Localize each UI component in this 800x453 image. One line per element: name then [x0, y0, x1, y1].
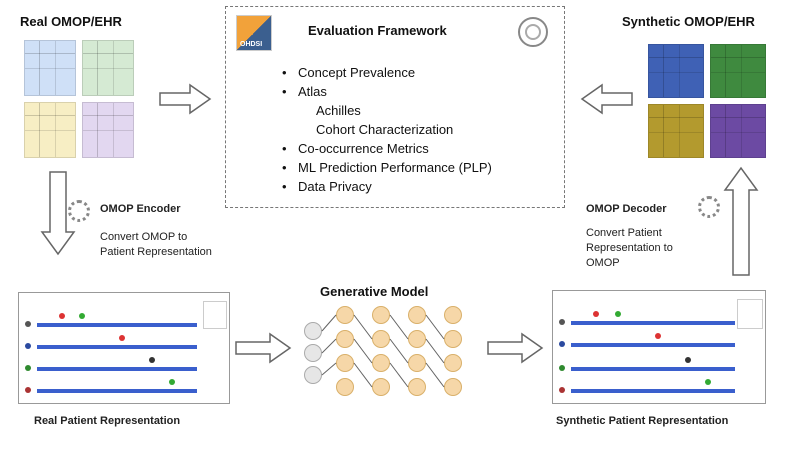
hidden-node — [372, 354, 390, 372]
event-marker — [615, 311, 621, 317]
synthetic-rep-label: Synthetic Patient Representation — [556, 415, 729, 427]
legend-box — [203, 301, 227, 329]
decoder-desc-line2: Representation to — [586, 242, 673, 254]
patient-lane — [37, 389, 197, 393]
event-marker — [685, 357, 691, 363]
framework-item: Data Privacy — [282, 177, 492, 196]
ohdsi-logo-icon: OHDSI — [236, 15, 272, 51]
hidden-node — [408, 354, 426, 372]
real-patient-representation — [18, 292, 230, 404]
patient-icon — [559, 387, 565, 393]
patient-lane — [37, 367, 197, 371]
real-ehr-title: Real OMOP/EHR — [20, 14, 122, 29]
synthetic-table-green — [710, 44, 766, 98]
framework-title: Evaluation Framework — [308, 23, 447, 38]
event-marker — [59, 313, 65, 319]
real-table-green — [82, 40, 134, 96]
input-node — [304, 322, 322, 340]
hidden-node — [372, 330, 390, 348]
framework-list: Concept Prevalence Atlas Achilles Cohort… — [282, 63, 492, 196]
hidden-node — [408, 306, 426, 324]
patient-icon — [25, 343, 31, 349]
framework-item: Atlas — [282, 82, 492, 101]
gear-icon — [68, 200, 90, 222]
patient-icon — [559, 341, 565, 347]
framework-subitem: Achilles — [316, 103, 361, 118]
target-icon — [518, 17, 548, 47]
network-edges — [321, 314, 445, 388]
real-table-yellow — [24, 102, 76, 158]
encoder-desc-line1: Convert OMOP to — [100, 231, 188, 243]
evaluation-framework-box: OHDSI Evaluation Framework Concept Preva… — [225, 6, 565, 208]
decoder-desc-line3: OMOP — [586, 257, 620, 269]
model-title: Generative Model — [320, 284, 429, 299]
output-node — [444, 306, 462, 324]
event-marker — [119, 335, 125, 341]
synthetic-ehr-title: Synthetic OMOP/EHR — [622, 14, 755, 29]
arrow-left-to-framework — [580, 83, 633, 115]
synthetic-table-yellow — [648, 104, 704, 158]
event-marker — [169, 379, 175, 385]
patient-lane — [571, 321, 735, 325]
event-marker — [705, 379, 711, 385]
arrow-right-to-synthetic — [487, 332, 544, 364]
hidden-node — [408, 378, 426, 396]
hidden-node — [336, 330, 354, 348]
event-marker — [655, 333, 661, 339]
arrow-right-to-framework — [159, 83, 212, 115]
patient-lane — [571, 343, 735, 347]
hidden-node — [336, 306, 354, 324]
framework-subitem: Cohort Characterization — [316, 122, 454, 137]
event-marker — [79, 313, 85, 319]
patient-lane — [37, 323, 197, 327]
synthetic-ehr-tables — [648, 44, 766, 158]
output-node — [444, 354, 462, 372]
event-marker — [593, 311, 599, 317]
decoder-desc-line1: Convert Patient — [586, 227, 662, 239]
synthetic-table-blue — [648, 44, 704, 98]
synthetic-patient-representation — [552, 290, 766, 404]
input-node — [304, 344, 322, 362]
real-table-purple — [82, 102, 134, 158]
framework-item: Concept Prevalence — [282, 63, 492, 82]
encoder-desc-line2: Patient Representation — [100, 246, 212, 258]
hidden-node — [372, 378, 390, 396]
hidden-node — [336, 378, 354, 396]
generative-model-network — [300, 304, 470, 400]
patient-icon — [559, 365, 565, 371]
patient-icon — [25, 387, 31, 393]
gear-icon — [698, 196, 720, 218]
hidden-node — [336, 354, 354, 372]
patient-lane — [37, 345, 197, 349]
patient-icon — [25, 365, 31, 371]
legend-box — [737, 299, 763, 329]
framework-item: ML Prediction Performance (PLP) — [282, 158, 492, 177]
hidden-node — [408, 330, 426, 348]
real-table-blue — [24, 40, 76, 96]
arrow-down-encoder — [40, 171, 76, 256]
patient-icon — [25, 321, 31, 327]
synthetic-table-purple — [710, 104, 766, 158]
patient-lane — [571, 389, 735, 393]
framework-item: Co-occurrence Metrics — [282, 139, 492, 158]
hidden-node — [372, 306, 390, 324]
real-ehr-tables — [24, 40, 134, 158]
event-marker — [149, 357, 155, 363]
real-rep-label: Real Patient Representation — [34, 415, 181, 427]
patient-icon — [559, 319, 565, 325]
input-node — [304, 366, 322, 384]
decoder-title: OMOP Decoder — [586, 203, 667, 215]
output-node — [444, 330, 462, 348]
arrow-right-to-model — [235, 332, 292, 364]
arrow-up-decoder — [723, 166, 759, 276]
output-node — [444, 378, 462, 396]
patient-lane — [571, 367, 735, 371]
encoder-title: OMOP Encoder — [100, 203, 181, 215]
